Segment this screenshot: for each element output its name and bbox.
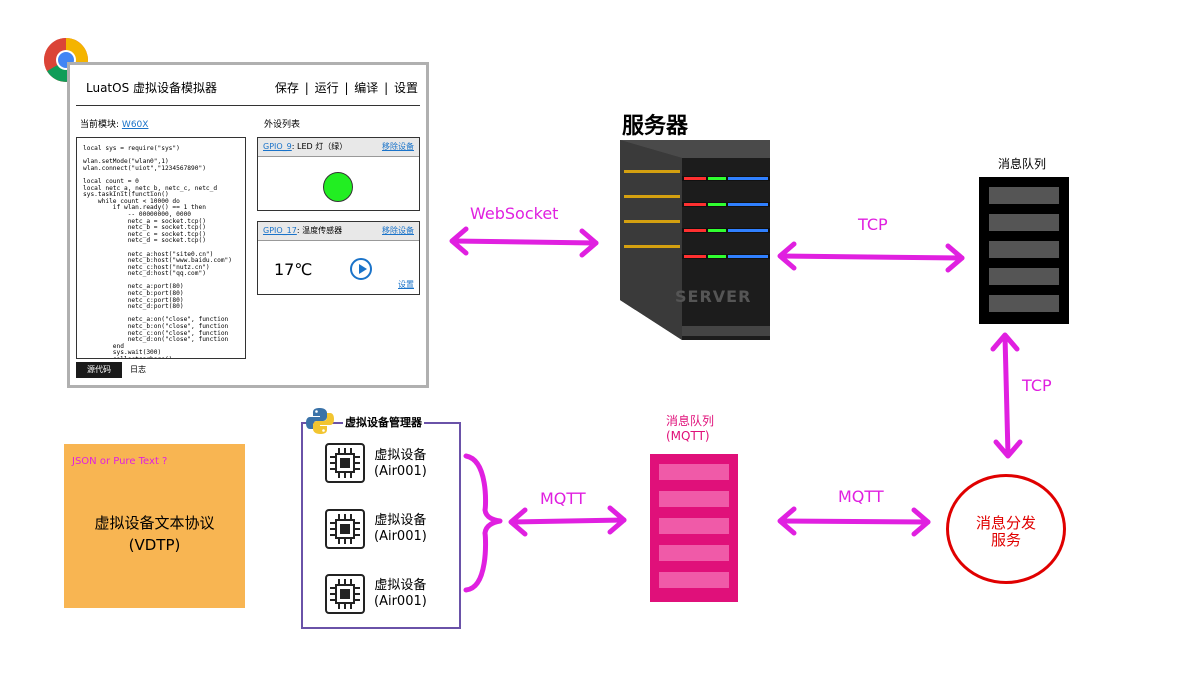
- device-manager-title: 虚拟设备管理器: [343, 414, 424, 430]
- chip-icon: [325, 509, 365, 549]
- dispatch-service-label: 消息分发 服务: [966, 515, 1046, 549]
- mqtt-right-arrow: [777, 506, 931, 537]
- device-name: 虚拟设备: [374, 578, 427, 593]
- note-title-line2: (VDTP): [128, 536, 181, 554]
- app-menu: 保存 | 运行 | 编译 | 设置: [274, 81, 418, 95]
- led-indicator: [323, 172, 353, 202]
- tcp-server-arrow: [777, 241, 965, 273]
- divider: [76, 105, 420, 106]
- mqtt-queue-label-line1: 消息队列: [666, 414, 715, 428]
- websocket-arrow: [449, 226, 599, 258]
- module-label: 当前模块:: [80, 120, 120, 130]
- temp-pin-link[interactable]: GPIO_17: [263, 226, 297, 235]
- mqtt-label-left: MQTT: [540, 489, 586, 508]
- temp-card-name: : 温度传感器: [296, 226, 343, 235]
- server-icon: [620, 140, 770, 340]
- queue-slot: [659, 464, 729, 480]
- chip-icon: [325, 443, 365, 483]
- virtual-device-label: 虚拟设备 (Air001): [374, 578, 427, 610]
- play-icon[interactable]: [350, 258, 372, 280]
- menu-settings[interactable]: 设置: [393, 81, 418, 95]
- mqtt-left-arrow: [508, 505, 627, 537]
- mqtt-queue-label: 消息队列 (MQTT): [666, 414, 714, 444]
- websocket-label: WebSocket: [470, 204, 559, 223]
- queue-slot: [659, 491, 729, 507]
- menu-run[interactable]: 运行: [314, 81, 339, 95]
- temperature-device-card: GPIO_17: 温度传感器 移除设备 17℃ 设置: [257, 221, 420, 295]
- python-icon: [306, 408, 334, 434]
- queue-slot: [659, 545, 729, 561]
- queue-slot: [659, 572, 729, 588]
- virtual-device-label: 虚拟设备 (Air001): [374, 448, 427, 480]
- protocol-note: JSON or Pure Text ? 虚拟设备文本协议 (VDTP): [64, 444, 245, 608]
- note-title-line1: 虚拟设备文本协议: [94, 514, 215, 532]
- note-title: 虚拟设备文本协议 (VDTP): [64, 512, 245, 556]
- module-link[interactable]: W60X: [121, 120, 149, 130]
- device-name: 虚拟设备: [374, 448, 427, 463]
- queue-slot: [989, 241, 1059, 258]
- server-title: 服务器: [622, 114, 689, 139]
- message-queue: [979, 177, 1069, 324]
- dispatch-label-line2: 服务: [990, 531, 1021, 549]
- led-pin-link[interactable]: GPIO_9: [263, 142, 292, 151]
- mqtt-queue-label-line2: (MQTT): [666, 429, 710, 443]
- note-question: JSON or Pure Text ?: [72, 456, 168, 467]
- queue-slot: [989, 295, 1059, 312]
- code-text: local sys = require("sys") wlan.setMode(…: [83, 145, 233, 358]
- temp-remove-button[interactable]: 移除设备: [382, 226, 414, 235]
- queue-slot: [659, 518, 729, 534]
- tab-log[interactable]: 日志: [130, 365, 146, 374]
- dispatch-label-line1: 消息分发: [975, 514, 1036, 532]
- tcp-label-vertical: TCP: [1022, 376, 1052, 395]
- queue-slot: [989, 268, 1059, 285]
- queue-slot: [989, 214, 1059, 231]
- device-name: 虚拟设备: [374, 513, 427, 528]
- device-model: (Air001): [374, 464, 427, 479]
- app-title: LuatOS 虚拟设备模拟器: [86, 81, 218, 95]
- led-card-name: : LED 灯（绿）: [291, 142, 348, 151]
- menu-compile[interactable]: 编译: [354, 81, 379, 95]
- device-brace: [463, 453, 503, 593]
- device-model: (Air001): [374, 529, 427, 544]
- device-model: (Air001): [374, 594, 427, 609]
- chip-icon: [325, 574, 365, 614]
- led-card-header: GPIO_9: LED 灯（绿） 移除设备: [258, 138, 419, 157]
- module-row: 当前模块: W60X: [80, 117, 148, 130]
- virtual-device-label: 虚拟设备 (Air001): [374, 513, 427, 545]
- menu-save[interactable]: 保存: [274, 81, 299, 95]
- simulator-window: LuatOS 虚拟设备模拟器 保存 | 运行 | 编译 | 设置 当前模块: W…: [67, 62, 429, 388]
- temp-settings-link[interactable]: 设置: [398, 280, 414, 289]
- led-remove-button[interactable]: 移除设备: [382, 142, 414, 151]
- server-text: SERVER: [675, 287, 752, 306]
- message-queue-label: 消息队列: [998, 157, 1047, 171]
- temperature-value: 17℃: [274, 260, 313, 279]
- code-editor[interactable]: local sys = require("sys") wlan.setMode(…: [76, 137, 246, 359]
- temp-card-header: GPIO_17: 温度传感器 移除设备: [258, 222, 419, 241]
- tab-source[interactable]: 源代码: [76, 362, 122, 378]
- queue-slot: [989, 187, 1059, 204]
- led-device-card: GPIO_9: LED 灯（绿） 移除设备: [257, 137, 420, 211]
- tcp-vertical-arrow: [990, 332, 1023, 459]
- mqtt-queue: [650, 454, 738, 602]
- peripherals-title: 外设列表: [264, 120, 301, 130]
- tcp-label-top: TCP: [858, 215, 888, 234]
- dispatch-service-circle: [946, 474, 1066, 584]
- mqtt-label-right: MQTT: [838, 487, 884, 506]
